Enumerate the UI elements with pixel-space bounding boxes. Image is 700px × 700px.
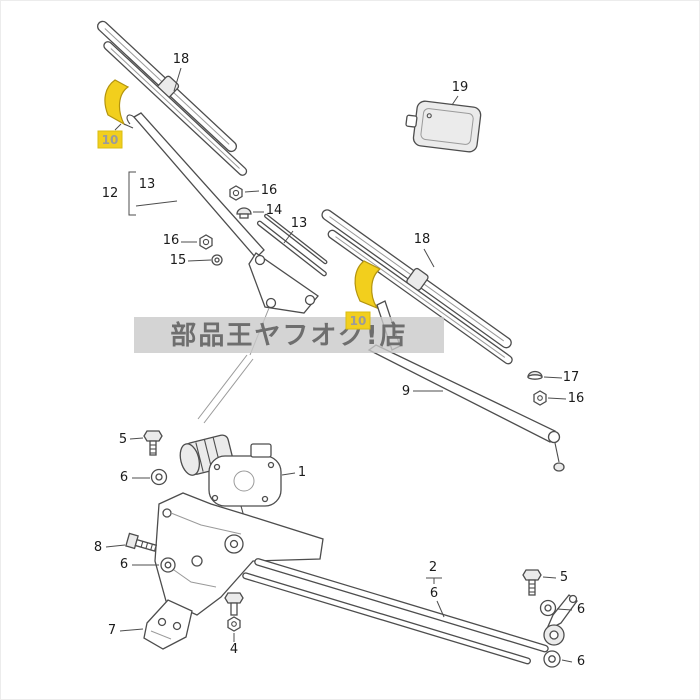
callout-18-top: 18 (173, 52, 190, 67)
callout-19: 19 (452, 80, 469, 95)
callout-13-refill: 13 (291, 216, 308, 231)
grommet-6-right-lower (543, 650, 561, 668)
callout-5-right: 5 (560, 570, 568, 585)
bolt-8 (125, 532, 158, 552)
callout-16-left: 16 (163, 233, 180, 248)
callout-4: 4 (230, 642, 238, 657)
watermark-text: 部品王ヤフオク!店 (170, 321, 407, 351)
callout-12: 12 (102, 186, 119, 201)
watermark-band (134, 317, 444, 353)
refill-13 (256, 213, 328, 277)
callout-10-right-badge (345, 311, 371, 330)
cover-right-shape (354, 260, 382, 310)
blade-cover-top-highlight (104, 79, 134, 129)
callout-10-top: 10 (102, 133, 119, 147)
nut-16-top (229, 185, 243, 201)
callout-1: 1 (298, 465, 306, 480)
wiper-arm-left (126, 112, 319, 424)
mounting-frame (154, 492, 324, 616)
wiper-blade-top (97, 20, 248, 176)
drag-link-rods (242, 558, 549, 665)
grommet-6-left-lower (160, 557, 176, 573)
callout-15: 15 (170, 253, 187, 268)
bracket-7 (143, 599, 193, 650)
callout-6-right-lower: 6 (577, 654, 585, 669)
callouts: 18 10 12 13 16 14 13 16 15 19 18 10 9 (94, 52, 585, 669)
callout-10-top-badge (97, 130, 123, 149)
nut-16-right (533, 390, 547, 406)
bolt-5-right (522, 569, 542, 596)
right-pivot (543, 594, 578, 646)
callout-9: 9 (402, 384, 410, 399)
callout-14: 14 (266, 203, 283, 218)
callout-16-right: 16 (568, 391, 585, 406)
callout-2: 2 (429, 560, 437, 575)
callout-6-right-upper: 6 (577, 602, 585, 617)
grommet-6-right-upper (539, 599, 557, 617)
cap-17 (527, 370, 543, 380)
wiper-blade-right (321, 209, 513, 365)
watermark: 部品王ヤフオク!店 (134, 317, 444, 353)
callout-6-left-lower: 6 (120, 557, 128, 572)
callout-16-top: 16 (261, 183, 278, 198)
callout-10-right: 10 (350, 314, 367, 328)
callout-18-right: 18 (414, 232, 431, 247)
callout-17: 17 (563, 370, 580, 385)
nut-16-left (199, 234, 213, 250)
grommet-6-left-upper (150, 468, 168, 486)
callout-13-arm: 13 (139, 177, 156, 192)
callout-8: 8 (94, 540, 102, 555)
callout-5-left: 5 (119, 432, 127, 447)
linkage-arm-9 (367, 344, 565, 472)
bolt-5-left (143, 430, 163, 456)
callout-7: 7 (108, 623, 116, 638)
callout-6-left-upper: 6 (120, 470, 128, 485)
relay-module (405, 100, 482, 153)
cap-14 (236, 207, 252, 219)
bolt-4 (224, 592, 244, 632)
washer-15 (211, 254, 223, 266)
callout-6-mid: 6 (430, 586, 438, 601)
cover-top-shape (104, 79, 130, 126)
wiper-motor (179, 434, 282, 557)
